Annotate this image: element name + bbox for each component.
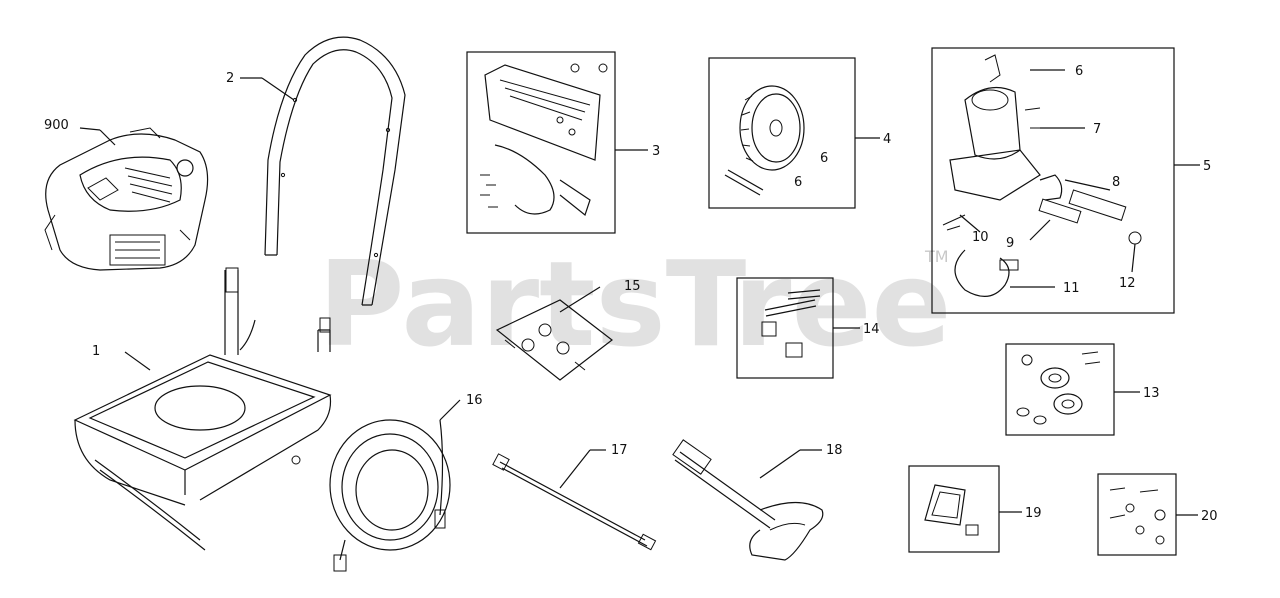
svg-text:9: 9 — [1006, 236, 1014, 251]
gun-part[interactable] — [672, 439, 824, 561]
engine-leader — [79, 127, 101, 131]
callout-decal: 15 — [624, 279, 641, 294]
hardware-13-part — [1016, 351, 1101, 425]
hardware-13-box[interactable] — [1005, 343, 1115, 436]
wheel-part: 6 6 — [724, 85, 828, 196]
callout-engine: 900 — [44, 118, 69, 133]
callout-hardware-14: 14 — [863, 322, 880, 337]
callout-holder: 19 — [1025, 506, 1042, 521]
watermark-text: PartsTree — [318, 235, 952, 373]
hose-part[interactable] — [329, 419, 451, 572]
callout-wand: 17 — [611, 443, 628, 458]
holder-part — [924, 484, 979, 536]
svg-text:11: 11 — [1063, 281, 1080, 296]
hardware-20-box[interactable] — [1097, 473, 1177, 556]
svg-text:8: 8 — [1112, 175, 1120, 190]
engine-part[interactable] — [44, 127, 209, 271]
frame-part[interactable] — [73, 267, 332, 551]
callout-handle: 2 — [226, 71, 234, 86]
watermark-trademark: TM — [924, 247, 949, 266]
callout-wheel: 4 — [883, 132, 891, 147]
callout-gun: 18 — [826, 443, 843, 458]
svg-text:7: 7 — [1093, 122, 1101, 137]
handle-part[interactable] — [264, 36, 406, 306]
callout-pump: 5 — [1203, 159, 1211, 174]
svg-text:6: 6 — [1075, 64, 1083, 79]
decal-part[interactable] — [495, 299, 613, 381]
svg-text:6: 6 — [794, 175, 802, 190]
hardware-14-part — [761, 289, 821, 358]
callout-bracket: 3 — [652, 144, 660, 159]
callout-hose: 16 — [466, 393, 483, 408]
svg-text:6: 6 — [820, 151, 828, 166]
svg-text:10: 10 — [972, 230, 989, 245]
callout-hardware-20: 20 — [1201, 509, 1218, 524]
hardware-20-part — [1109, 487, 1166, 545]
wheel-box[interactable] — [708, 57, 856, 209]
holder-box[interactable] — [908, 465, 1000, 553]
pump-box[interactable] — [931, 47, 1175, 314]
svg-text:12: 12 — [1119, 276, 1136, 291]
bracket-part — [480, 63, 608, 217]
wand-part[interactable] — [492, 453, 657, 551]
bracket-box[interactable] — [466, 51, 616, 234]
callout-hardware-13: 13 — [1143, 386, 1160, 401]
callout-frame: 1 — [92, 344, 100, 359]
